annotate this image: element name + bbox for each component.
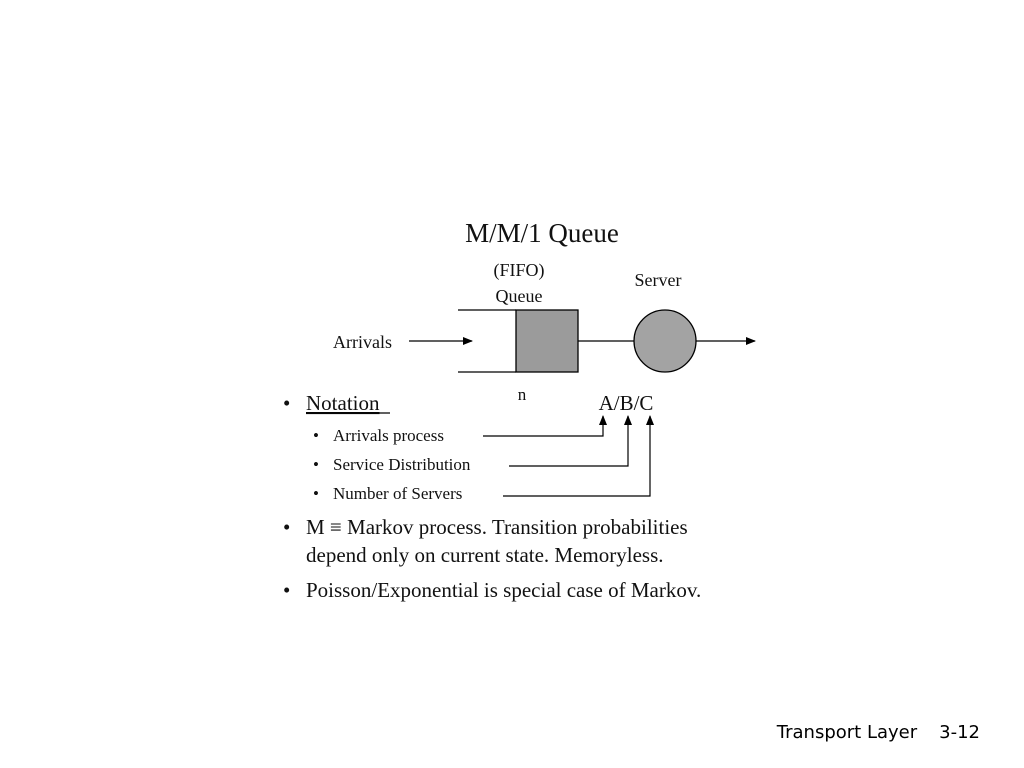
notation-heading: Notation (306, 391, 380, 415)
sub-bullet-glyph: • (313, 484, 319, 503)
server-circle (633, 309, 697, 373)
sub-bullet-glyph: • (313, 455, 319, 474)
server-label: Server (635, 270, 682, 290)
sub-bullet-service-distribution: Service Distribution (333, 455, 471, 474)
queue-label-queue: Queue (496, 286, 543, 306)
markov-line-2: depend only on current state. Memoryless… (306, 543, 664, 567)
sub-bullet-arrivals-process: Arrivals process (333, 426, 444, 445)
arrivals-label: Arrivals (333, 332, 392, 352)
markov-line-1: M ≡ Markov process. Transition probabili… (306, 515, 688, 539)
sub-bullet-glyph: • (313, 426, 319, 445)
bullet-glyph: • (283, 391, 290, 415)
bullet-glyph: • (283, 578, 290, 602)
footer-page-number: 3-12 (939, 722, 980, 743)
queue-length-label: n (518, 385, 527, 404)
sub-bullet-number-of-servers: Number of Servers (333, 484, 462, 503)
connector-service-to-b (509, 415, 632, 467)
queue-box (515, 309, 579, 373)
connector-servers-to-c (503, 415, 654, 497)
diagram-title: M/M/1 Queue (465, 218, 619, 248)
connector-arrivals-to-a (483, 415, 607, 437)
footer-topic: Transport Layer (776, 722, 918, 743)
slide-footer: Transport Layer 3-12 (777, 722, 980, 743)
abc-notation: A/B/C (599, 391, 654, 415)
poisson-line: Poisson/Exponential is special case of M… (306, 578, 701, 602)
bullet-glyph: • (283, 515, 290, 539)
queue-label-fifo: (FIFO) (493, 260, 544, 281)
